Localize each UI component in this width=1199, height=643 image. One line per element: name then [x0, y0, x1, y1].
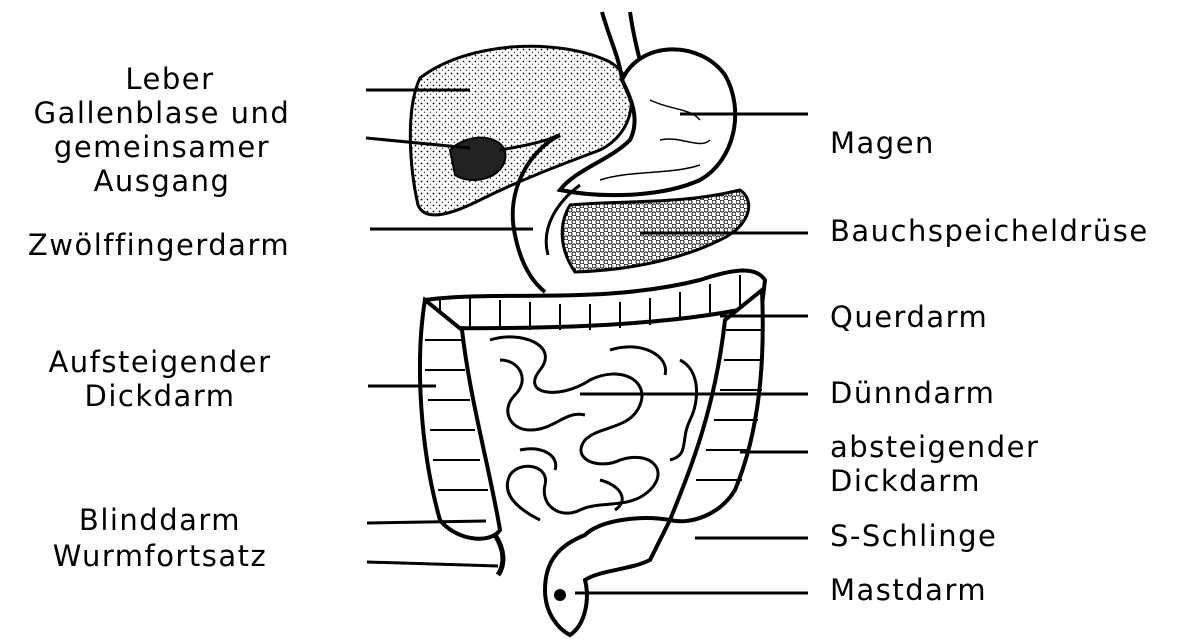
- label-bauchspeicheldruese: Bauchspeicheldrüse: [830, 214, 1149, 248]
- label-magen: Magen: [830, 126, 935, 160]
- label-querdarm: Querdarm: [830, 300, 988, 334]
- label-magen-line-1: Magen: [830, 126, 935, 160]
- label-zwoelffingerdarm-line-1: Zwölffingerdarm: [0, 228, 318, 262]
- label-absteigender-dickdarm-line-1: absteigender: [830, 430, 1039, 464]
- transverse-colon-shape: [425, 271, 765, 330]
- label-absteigender-dickdarm: absteigender Dickdarm: [830, 430, 1039, 498]
- label-s-schlinge-line-1: S-Schlinge: [830, 519, 997, 553]
- label-blinddarm-line-1: Blinddarm: [10, 503, 310, 537]
- label-aufsteigender-dickdarm-line-1: Aufsteigender: [10, 345, 310, 379]
- label-mastdarm: Mastdarm: [830, 573, 987, 607]
- label-gallenblase: Gallenblase und gemeinsamer Ausgang: [12, 96, 312, 198]
- label-absteigender-dickdarm-line-2: Dickdarm: [830, 464, 1039, 498]
- label-bauchspeicheldruese-line-1: Bauchspeicheldrüse: [830, 214, 1149, 248]
- label-mastdarm-line-1: Mastdarm: [830, 573, 987, 607]
- descending-colon-shape: [670, 290, 763, 521]
- label-gallenblase-line-1: Gallenblase und: [12, 96, 312, 130]
- label-duenndarm: Dünndarm: [830, 376, 995, 410]
- label-s-schlinge: S-Schlinge: [830, 519, 997, 553]
- sigmoid-rectum-shape: [545, 518, 670, 635]
- pancreas-shape: [562, 190, 748, 272]
- label-aufsteigender-dickdarm: Aufsteigender Dickdarm: [10, 345, 310, 413]
- label-leber: Leber: [100, 62, 240, 96]
- label-wurmfortsatz: Wurmfortsatz: [10, 539, 310, 573]
- label-wurmfortsatz-line-1: Wurmfortsatz: [10, 539, 310, 573]
- label-gallenblase-line-2: gemeinsamer: [12, 130, 312, 164]
- label-gallenblase-line-3: Ausgang: [12, 164, 312, 198]
- label-leber-line-1: Leber: [100, 62, 240, 96]
- label-querdarm-line-1: Querdarm: [830, 300, 988, 334]
- label-blinddarm: Blinddarm: [10, 503, 310, 537]
- small-intestine-shape: [490, 337, 697, 520]
- ascending-colon-shape: [420, 300, 500, 539]
- label-aufsteigender-dickdarm-line-2: Dickdarm: [10, 379, 310, 413]
- label-zwoelffingerdarm: Zwölffingerdarm: [0, 228, 318, 262]
- label-duenndarm-line-1: Dünndarm: [830, 376, 995, 410]
- appendix-shape: [495, 535, 503, 575]
